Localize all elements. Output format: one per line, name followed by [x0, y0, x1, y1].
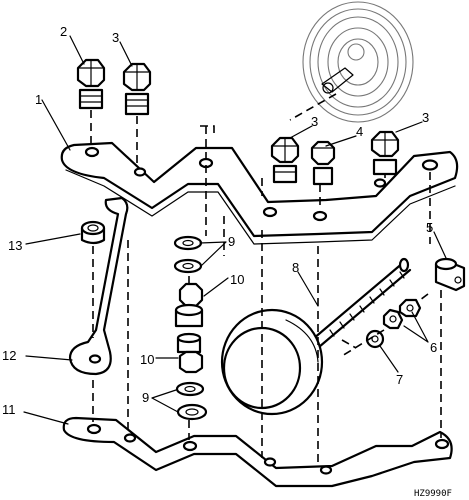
link-arm	[68, 196, 129, 376]
callout-2: 2	[60, 24, 67, 39]
nut-6a	[382, 308, 404, 330]
washer-9-top	[173, 235, 203, 274]
clamp-block	[434, 257, 466, 292]
figure-code: HZ9990F	[414, 489, 452, 499]
washer-7	[365, 329, 385, 349]
bolt-nut-10-lower	[176, 332, 204, 374]
callout-11: 11	[2, 402, 16, 417]
cap-screw-4	[310, 140, 336, 186]
callout-3: 3	[112, 30, 119, 45]
upper-bracket	[60, 141, 459, 245]
cap-screw-3-left	[122, 62, 152, 116]
cap-screw-2	[76, 58, 106, 110]
adjusting-knob	[220, 308, 324, 416]
callout-13: 13	[8, 238, 22, 253]
nut-6b	[398, 298, 422, 318]
callout-3: 3	[311, 114, 318, 129]
callout-3: 3	[422, 110, 429, 125]
washer-9-bottom	[175, 381, 208, 421]
callout-1: 1	[35, 92, 42, 107]
callout-5: 5	[426, 220, 433, 235]
callout-10: 10	[230, 272, 244, 287]
spacer	[80, 220, 106, 245]
callout-9: 9	[142, 390, 149, 405]
cap-screw-3-mid	[270, 136, 300, 184]
callout-8: 8	[292, 260, 299, 275]
leader-lines	[23, 35, 447, 425]
cap-screw-3-right	[370, 130, 400, 176]
bolt-nut-10-upper	[174, 282, 204, 328]
callout-10: 10	[140, 352, 154, 367]
callout-6: 6	[430, 340, 437, 355]
assembly-lines	[90, 93, 442, 462]
pulley	[302, 1, 414, 123]
lower-bracket	[62, 416, 453, 488]
callout-12: 12	[2, 348, 16, 363]
callout-9: 9	[228, 234, 235, 249]
adjusting-rod	[298, 257, 412, 360]
callout-4: 4	[356, 124, 363, 139]
callouts: 1 2 3 3 4 3 5 13 9 8 10 6 12 10 7 9 11	[2, 24, 437, 417]
callout-7: 7	[396, 372, 403, 387]
